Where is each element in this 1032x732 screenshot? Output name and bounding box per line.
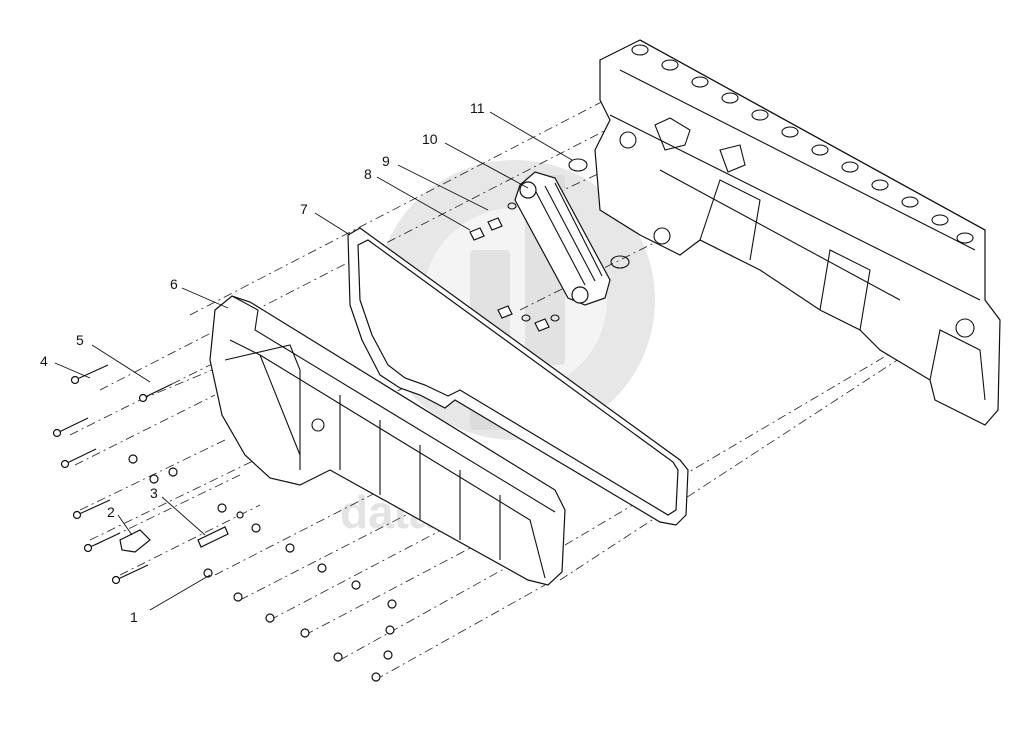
callout-5: 5: [76, 332, 84, 348]
cooler-screws: [469, 217, 550, 332]
callout-labels: 1 2 3 4 5 6 7 8 9 10 11: [40, 100, 485, 625]
bolts: [52, 364, 397, 682]
engine-block: [594, 39, 1001, 426]
callout-8: 8: [364, 166, 372, 182]
gasket: [347, 227, 689, 526]
dowel-pin: [197, 526, 229, 548]
callout-11: 11: [470, 100, 485, 116]
callout-4: 4: [40, 353, 48, 369]
callout-6: 6: [170, 276, 178, 292]
callout-7: 7: [300, 201, 308, 217]
callout-2: 2: [107, 504, 115, 520]
leader-lines: [54, 111, 573, 611]
callout-9: 9: [382, 153, 390, 169]
callout-3: 3: [150, 485, 158, 501]
sensor: [119, 529, 151, 553]
callout-10: 10: [422, 131, 438, 147]
oil-pan-cover: [209, 295, 566, 586]
callout-1: 1: [130, 609, 138, 625]
cylinder-bores: [631, 44, 974, 244]
o-rings: [507, 158, 630, 322]
oil-cooler: [514, 171, 611, 306]
